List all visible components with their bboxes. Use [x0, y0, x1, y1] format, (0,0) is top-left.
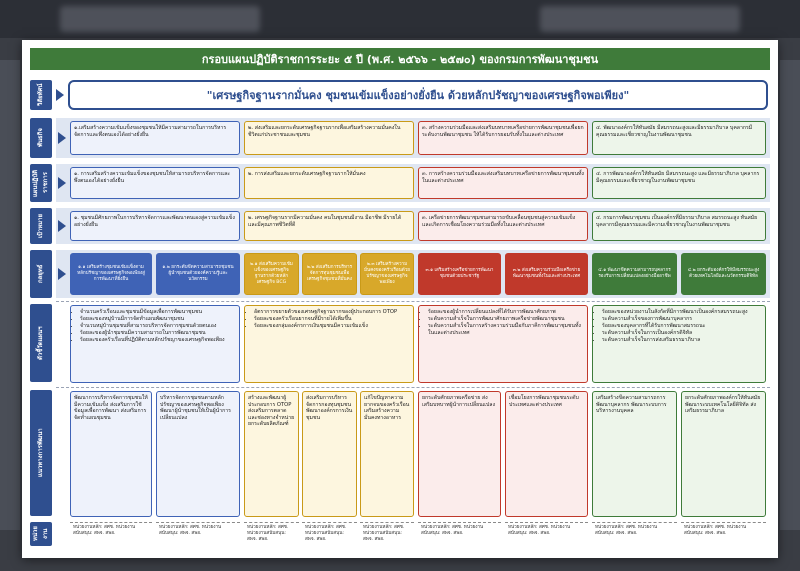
approach-4-2: ยกระดับศักยภาพองค์กรให้ทันสมัย พัฒนาระบบ… — [681, 391, 766, 517]
goal-2: ๒. เศรษฐกิจฐานรากมีความมั่นคง คนในชุมชนม… — [244, 211, 414, 241]
row-label-goal: เป้าหมาย — [30, 208, 52, 244]
approach-2-3: แก้ไขปัญหาความยากจนของครัวเรือน เสริมสร้… — [360, 391, 414, 517]
indicator-item: ร้อยละของครัวเรือนยากจนที่มีรายได้เพิ่มข… — [254, 316, 410, 323]
agency-3-2: หน่วยงานหลัก: สศช. หน่วยงานสนับสนุน: สพจ… — [505, 522, 588, 546]
indicator-group-2: อัตราการขยายตัวของเศรษฐกิจฐานรากของผู้ปร… — [244, 305, 414, 383]
agency-3-1: หน่วยงานหลัก: สศช. หน่วยงานสนับสนุน: สพจ… — [418, 522, 501, 546]
goal-arrow — [58, 220, 66, 232]
approach-2-2: ส่งเสริมการบริหารจัดการกองทุนชุมชน พัฒนา… — [302, 391, 357, 517]
agency-2-2: หน่วยงานหลัก: สศช. หน่วยงานสนับสนุน: สพจ… — [302, 522, 357, 546]
divider-indicator — [56, 301, 770, 302]
mission-1: ๑.เสริมสร้างความเข้มแข็งของชุมชนให้มีควา… — [70, 121, 240, 155]
indicator-item: ระดับความสำเร็จในการส่งเสริมธรรมาภิบาล — [602, 337, 762, 344]
plan-3: ๓. การสร้างความร่วมมือและส่งเสริมบทบาทเค… — [418, 167, 588, 199]
indicator-item: ร้อยละของผู้นำชุมชนมีความสามารถในการพัฒน… — [80, 330, 236, 337]
strategy-1-2: ๑.๒ ยกระดับขีดความสามารถชุมชนผู้นำชุมชนด… — [156, 253, 240, 295]
row-label-vision: วิสัยทัศน์ — [30, 80, 52, 110]
approach-2-1: สร้างและพัฒนาผู้ประกอบการ OTOP ส่งเสริมก… — [244, 391, 299, 517]
background-side-right — [780, 60, 800, 530]
indicator-item: ร้อยละของหน่วยงานในสังกัดที่มีการพัฒนาเป… — [602, 309, 762, 316]
strategy-3-1: ๓.๑ เสริมสร้างเครือข่ายการพัฒนาชุมชนด้วย… — [418, 253, 501, 295]
approach-3-2: เชื่อมโยงการพัฒนาชุมชนระดับประเทศและต่าง… — [505, 391, 588, 517]
indicator-item: ระดับความสำเร็จในการพัฒนาศักยภาพเครือข่า… — [428, 316, 584, 323]
plan-2: ๒. การส่งเสริมและยกระดับเศรษฐกิจฐานรากให… — [244, 167, 414, 199]
strategy-3-2: ๓.๒ ส่งเสริมความร่วมมือเครือข่ายพัฒนาชุม… — [505, 253, 588, 295]
indicator-item: ร้อยละของบุคลากรที่ได้รับการพัฒนาสมรรถนะ — [602, 323, 762, 330]
row-label-mission: พันธกิจ — [30, 118, 52, 158]
indicator-item: ร้อยละของผู้นำการเปลี่ยนแปลงที่ได้รับการ… — [428, 309, 584, 316]
approach-1-2: บริหารจัดการชุมชนตามหลักปรัชญาของเศรษฐกิ… — [156, 391, 240, 517]
goal-1: ๑. ชุมชนมีศักยภาพในการบริหารจัดการและพัฒ… — [70, 211, 240, 241]
strategy-2-2: ๒.๒ ส่งเสริมการบริหารจัดการทุนชุมชนเพื่อ… — [302, 253, 357, 295]
mission-arrow — [58, 132, 66, 144]
mission-2: ๒. ส่งเสริมและยกระดับเศรษฐกิจฐานรากเพื่อ… — [244, 121, 414, 155]
plan-4: ๔. การพัฒนาองค์กรให้ทันสมัย มีสมรรถนะสูง… — [592, 167, 766, 199]
plan-1: ๑. การเสริมสร้างความเข้มแข็งของชุมชนให้ส… — [70, 167, 240, 199]
background-side-left — [0, 60, 20, 530]
strategy-2-3: ๒.๓ เสริมสร้างความมั่นคงของครัวเรือนด้วย… — [360, 253, 414, 295]
indicator-group-1: จำนวนครัวเรือนและชุมชนมีข้อมูลเพื่อการพั… — [70, 305, 240, 383]
row-label-strategy: กลยุทธ์ — [30, 250, 52, 298]
row-label-approach: แนวทางการพัฒนา — [30, 390, 52, 516]
mission-4: ๔. พัฒนาองค์กรให้ทันสมัย มีสมรรถนะสูงและ… — [592, 121, 766, 155]
indicator-group-3: ร้อยละของผู้นำการเปลี่ยนแปลงที่ได้รับการ… — [418, 305, 588, 383]
document-title: กรอบแผนปฏิบัติราชการระยะ ๕ ปี (พ.ศ. ๒๕๖๖… — [30, 48, 770, 70]
vision-statement: "เศรษฐกิจฐานรากมั่นคง ชุมชนเข้มแข็งอย่าง… — [68, 80, 768, 110]
row-label-indicator: ตัวชี้วัดแผนฯ — [30, 304, 52, 382]
strategy-2-1: ๒.๑ ส่งเสริมความเข้มแข็งของเศรษฐกิจฐานรา… — [244, 253, 299, 295]
goal-4: ๔. กรมการพัฒนาชุมชน เป็นองค์กรที่มีธรรมา… — [592, 211, 766, 241]
row-label-agency: หน่วยงาน — [30, 522, 52, 546]
agency-2-3: หน่วยงานหลัก: สศช. หน่วยงานสนับสนุน: สพจ… — [360, 522, 414, 546]
mission-3: ๓. สร้างความร่วมมือและส่งเสริมบทบาทเครือ… — [418, 121, 588, 155]
approach-3-1: ยกระดับศักยภาพเครือข่าย ส่งเสริมบทบาทผู้… — [418, 391, 501, 517]
indicator-item: ระดับความสำเร็จในการเป็นองค์กรดิจิทัล — [602, 330, 762, 337]
agency-4-1: หน่วยงานหลัก: สศช. หน่วยงานสนับสนุน: สพจ… — [592, 522, 677, 546]
indicator-item: จำนวนหมู่บ้านชุมชนที่สามารถบริหารจัดการช… — [80, 323, 236, 330]
agency-1-2: หน่วยงานหลัก: สศช. หน่วยงานสนับสนุน: สพจ… — [156, 522, 240, 546]
plan-arrow — [58, 177, 66, 189]
indicator-item: ระดับความสำเร็จของการพัฒนาบุคลากร — [602, 316, 762, 323]
indicator-item: จำนวนครัวเรือนและชุมชนมีข้อมูลเพื่อการพั… — [80, 309, 236, 316]
indicator-group-4: ร้อยละของหน่วยงานในสังกัดที่มีการพัฒนาเป… — [592, 305, 766, 383]
indicator-item: ร้อยละของครัวเรือนที่ปฏิบัติตามหลักปรัชญ… — [80, 337, 236, 344]
strategy-1-1: ๑.๑ เสริมสร้างชุมชนเข้มแข็งตามหลักปรัชญา… — [70, 253, 152, 295]
divider-approach — [56, 387, 770, 388]
framework-document: กรอบแผนปฏิบัติราชการระยะ ๕ ปี (พ.ศ. ๒๕๖๖… — [22, 40, 778, 558]
indicator-item: อัตราการขยายตัวของเศรษฐกิจฐานรากของผู้ปร… — [254, 309, 410, 316]
vision-arrow — [56, 89, 64, 101]
strategy-4-2: ๔.๒ ยกระดับองค์กรให้มีสมรรถนะสูงด้วยเทคโ… — [681, 253, 766, 295]
indicator-item: ร้อยละของหมู่บ้านมีการจัดทำแผนพัฒนาชุมชน — [80, 316, 236, 323]
row-label-plan: แผนปฏิบัติราชการ — [30, 164, 52, 202]
background-blur-right — [540, 6, 740, 32]
strategy-4-1: ๔.๑ พัฒนาขีดความสามารถบุคลากรรองรับการเป… — [592, 253, 677, 295]
agency-2-1: หน่วยงานหลัก: สศช. หน่วยงานสนับสนุน: สพจ… — [244, 522, 299, 546]
goal-3: ๓. เครือข่ายการพัฒนาชุมชนสามารถขับเคลื่อ… — [418, 211, 588, 241]
agency-1-1: หน่วยงานหลัก: สศช. หน่วยงานสนับสนุน: สพจ… — [70, 522, 152, 546]
approach-1-1: พัฒนาการบริหารจัดการชุมชนให้มีความเข้มแข… — [70, 391, 152, 517]
approach-4-1: เสริมสร้างขีดความสามารถการพัฒนาบุคลากร พ… — [592, 391, 677, 517]
background-blur-left — [60, 6, 260, 32]
agency-4-2: หน่วยงานหลัก: สศช. หน่วยงานสนับสนุน: สพจ… — [681, 522, 766, 546]
strategy-arrow — [58, 268, 66, 280]
indicator-item: ระดับความสำเร็จในการสร้างความร่วมมือกับภ… — [428, 323, 584, 336]
indicator-item: ร้อยละของกลุ่มองค์กรการเงินชุมชนมีความเข… — [254, 323, 410, 330]
